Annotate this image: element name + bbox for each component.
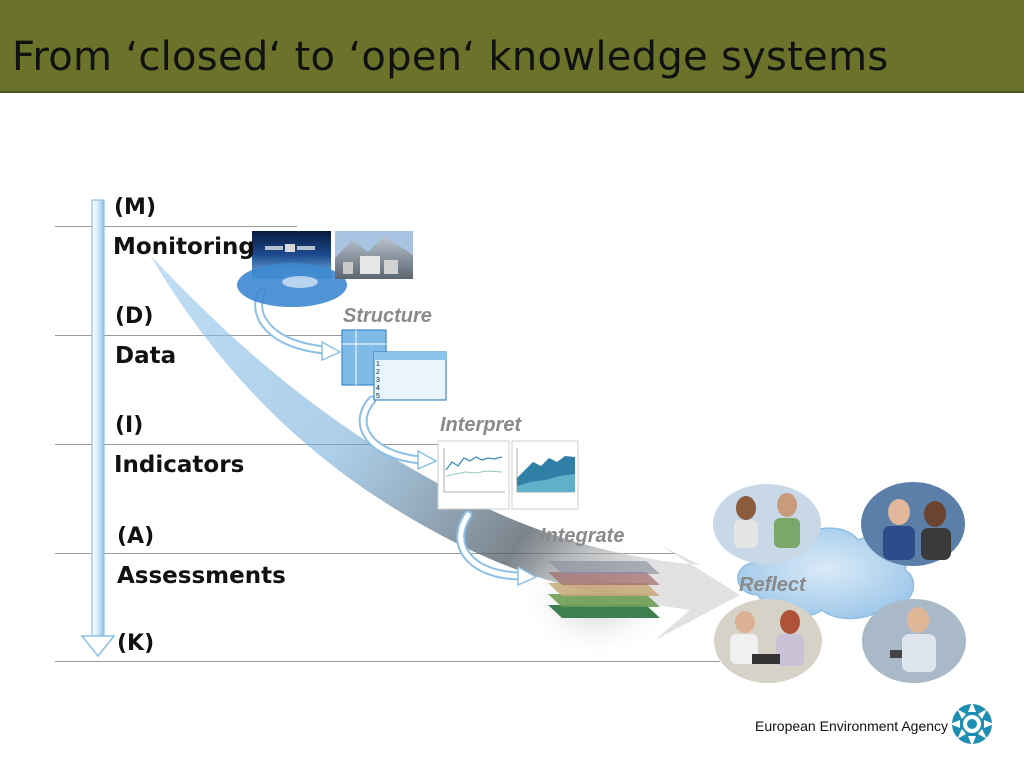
slide-title: From ‘closed‘ to ‘open‘ knowledge system… — [12, 34, 889, 80]
level-code-monitoring: (M) — [114, 195, 157, 220]
table-row-number: 2 — [376, 369, 380, 376]
knowledge-flow-band — [150, 255, 740, 640]
title-bar: From ‘closed‘ to ‘open‘ knowledge system… — [0, 0, 1024, 93]
divider-line-assessments — [55, 553, 675, 554]
eea-logo — [950, 702, 994, 746]
satellite-image — [237, 231, 347, 307]
integrated-map-layers — [520, 536, 676, 660]
level-label-monitoring: Monitoring — [113, 234, 255, 260]
divider-line-knowledge — [55, 661, 720, 662]
level-code-data: (D) — [115, 304, 154, 329]
people-photo-bottom-right — [862, 599, 966, 683]
level-code-knowledge: (K) — [117, 631, 155, 656]
monitoring-station-image — [335, 231, 413, 279]
indicator-chart-area — [511, 440, 579, 510]
divider-line-monitoring — [55, 226, 297, 227]
level-label-data: Data — [115, 343, 177, 369]
divider-line-indicators — [55, 444, 440, 445]
step-label-integrate: Integrate — [540, 525, 625, 547]
data-table-icon — [341, 329, 447, 401]
step-label-reflect: Reflect — [739, 574, 806, 596]
table-row-number: 4 — [376, 385, 380, 392]
curved-arrow-interpret — [358, 395, 438, 471]
table-row-number: 3 — [376, 377, 380, 384]
table-row-number: 5 — [376, 393, 380, 400]
level-code-indicators: (I) — [115, 413, 144, 438]
vertical-flow-arrow — [80, 199, 116, 658]
step-label-structure: Structure — [343, 305, 432, 327]
level-code-assessments: (A) — [117, 524, 155, 549]
level-label-assessments: Assessments — [117, 563, 286, 589]
level-label-indicators: Indicators — [114, 452, 245, 478]
step-label-interpret: Interpret — [440, 414, 522, 436]
table-row-number: 1 — [376, 361, 380, 368]
people-photo-top-left — [713, 484, 821, 564]
footer-organization: European Environment Agency — [755, 718, 949, 734]
indicator-chart-line — [437, 440, 510, 510]
people-photo-bottom-left — [714, 599, 822, 683]
table-row-numbers: 1 2 3 4 5 — [376, 361, 388, 401]
people-photo-top-right — [861, 482, 965, 566]
